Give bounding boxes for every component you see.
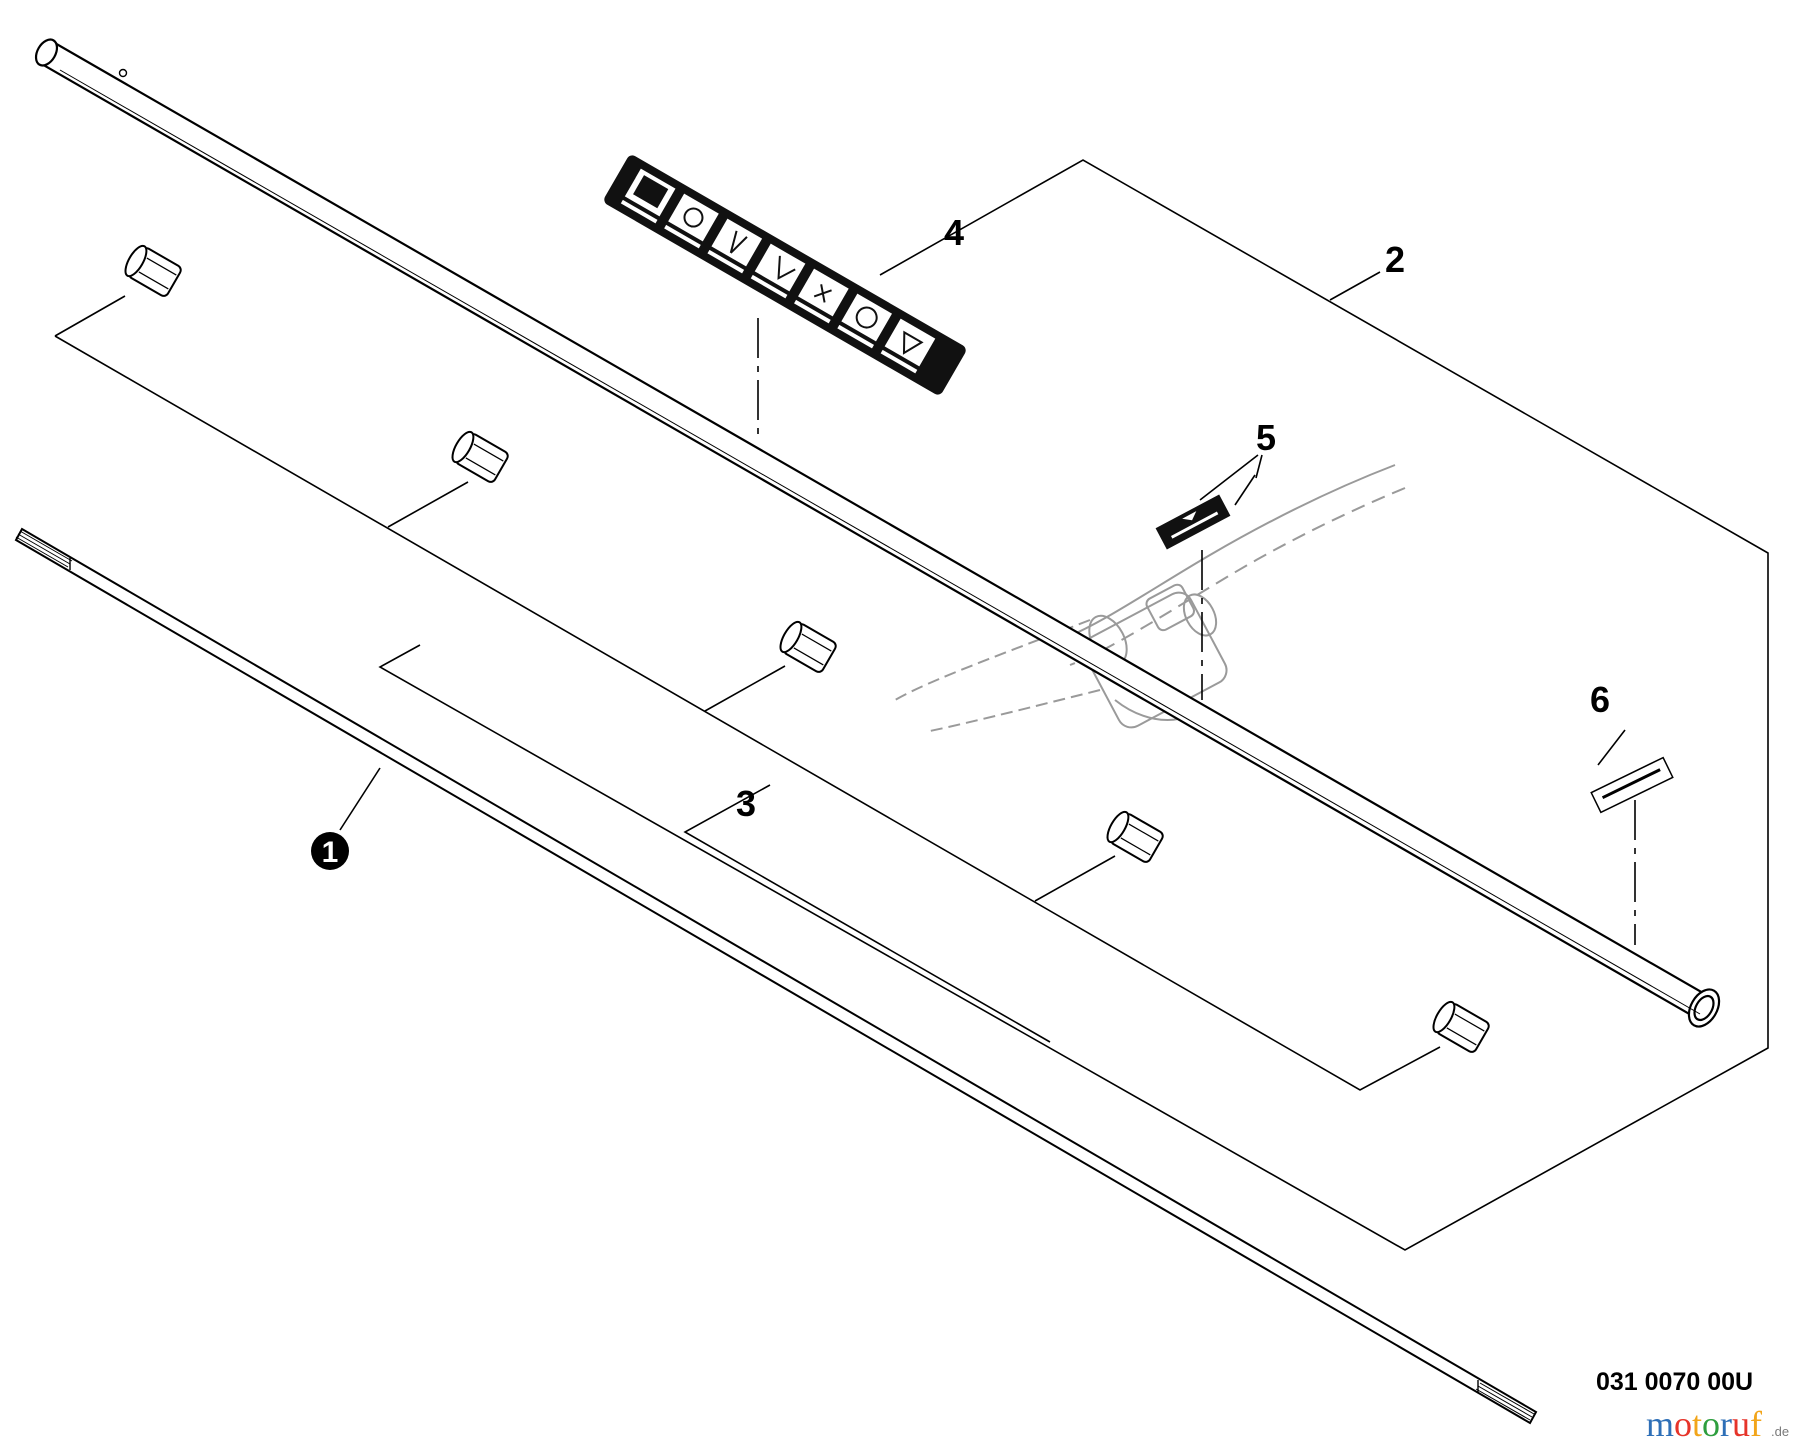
callout-leaders: [339, 454, 1626, 831]
watermark-letter: o: [1702, 1404, 1720, 1444]
callout-5: 5: [1256, 417, 1276, 458]
watermark-letter: f: [1750, 1404, 1762, 1444]
watermark-letter: r: [1720, 1404, 1732, 1444]
bracket-3: [54, 295, 1441, 1091]
part-code: 031 0070 00U: [1596, 1368, 1753, 1396]
watermark-letter: u: [1732, 1404, 1750, 1444]
callout-2: 2: [1385, 239, 1405, 280]
watermark-letter: t: [1692, 1404, 1702, 1444]
callout-1-marker: [311, 832, 349, 870]
drive-shaft-icon: [14, 527, 1538, 1425]
callout-labels: 4 2 5 6 3 1: [311, 212, 1610, 870]
safety-decal-icon: [604, 155, 966, 395]
watermark-letter: m: [1646, 1404, 1674, 1444]
outer-tube-icon: [34, 38, 1721, 1028]
watermark-letter: o: [1674, 1404, 1692, 1444]
callout-4: 4: [944, 212, 964, 253]
callout-3: 3: [736, 783, 756, 824]
placement-lines: [757, 318, 1636, 945]
callout-6: 6: [1590, 679, 1610, 720]
watermark-suffix: .de: [1771, 1424, 1789, 1439]
instruction-label-icon: [1590, 756, 1674, 814]
bracket-2: [378, 159, 1769, 1251]
watermark: motoruf: [1646, 1404, 1762, 1444]
shaft-bushing-icon: [124, 244, 1490, 1053]
callout-1: 1: [322, 836, 339, 869]
warning-decal-icon: [1155, 494, 1231, 550]
